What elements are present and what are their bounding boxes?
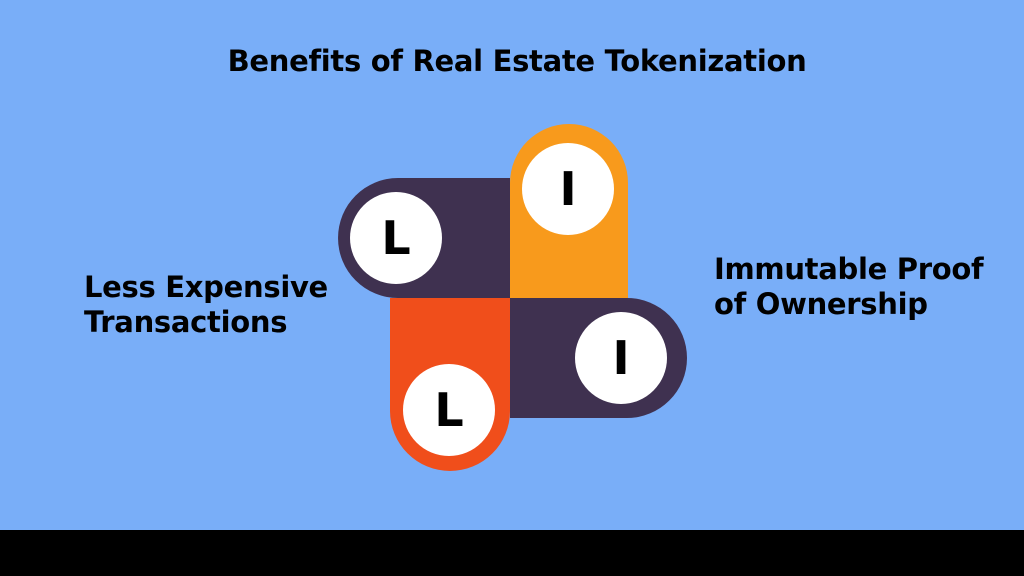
label-line: Less Expensive [84, 270, 328, 304]
footer-bar [0, 530, 1024, 576]
circle-bottom-left: L [403, 364, 495, 456]
letter-bottom-left: L [434, 383, 463, 437]
circle-top-right: I [522, 143, 614, 235]
circle-shape [522, 143, 614, 235]
letter-top-left: L [381, 211, 410, 265]
circle-shape [350, 192, 442, 284]
circle-top-left: L [350, 192, 442, 284]
letter-bottom-right: I [612, 331, 629, 385]
label-immutable-proof-of-ownership: Immutable Proof of Ownership [714, 252, 1014, 322]
letter-top-right: I [559, 162, 576, 216]
pinwheel-diagram: L I I L [338, 124, 687, 471]
circle-bottom-right: I [575, 312, 667, 404]
label-line: of Ownership [714, 287, 928, 321]
circle-shape [403, 364, 495, 456]
label-less-expensive-transactions: Less Expensive Transactions [84, 270, 384, 340]
label-line: Immutable Proof [714, 252, 984, 286]
slide-title: Benefits of Real Estate Tokenization [227, 44, 807, 78]
label-line: Transactions [84, 305, 288, 339]
circle-shape [575, 312, 667, 404]
